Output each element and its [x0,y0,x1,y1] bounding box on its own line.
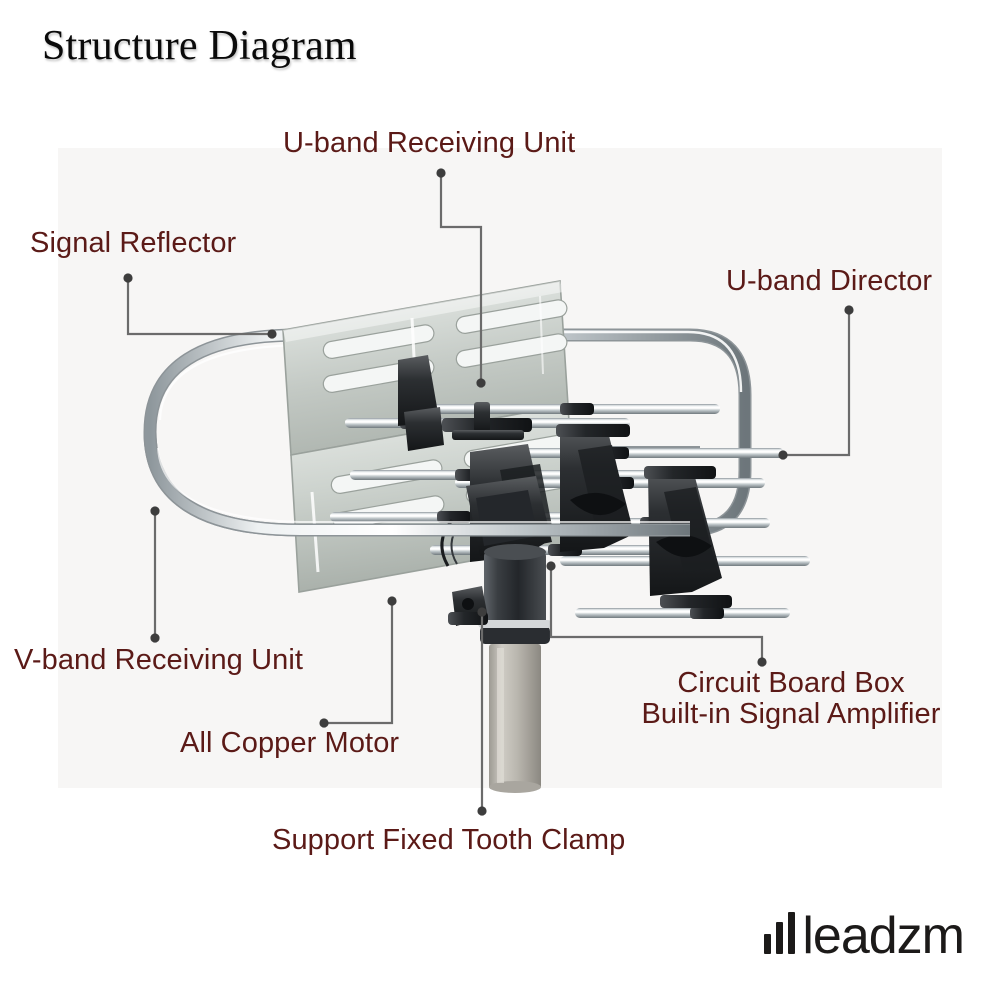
leader-dot [476,378,486,388]
brand-logo: leadzm [764,907,965,966]
u-band-receiving-unit [398,355,532,451]
leader-dot [546,561,556,571]
leader-dot [757,657,767,667]
leader-signal-reflector [126,278,272,336]
label-support-fixed-tooth-clamp: Support Fixed Tooth Clamp [272,824,626,856]
leader-dot [387,596,397,606]
leader-u-band-director [783,310,851,457]
leader-dot [123,273,133,283]
leader-u-band-receiving-unit [439,173,483,383]
label-all-copper-motor: All Copper Motor [180,727,400,759]
label-u-band-director: U-band Director [726,265,933,297]
leader-circuit-board-box [549,566,764,662]
all-copper-motor [478,544,552,644]
leader-dot [267,329,277,339]
leader-dot [319,718,329,728]
leader-dot [778,450,788,460]
label-v-band-receiving-unit: V-band Receiving Unit [14,644,304,676]
brand-name: leadzm [802,907,965,966]
bracket-cluster-mid [556,424,634,552]
page-title: Structure Diagram [42,23,357,69]
leader-dot [150,633,160,643]
leader-dot [150,506,160,516]
label-signal-reflector: Signal Reflector [30,227,237,259]
label-circuit-board-box: Circuit Board Box Built-in Signal Amplif… [596,667,986,731]
leader-dot [436,168,446,178]
mast-tube [489,644,541,793]
support-fixed-tooth-clamp [448,586,488,626]
leader-all-copper-motor [324,601,394,725]
label-circuit-board-box-line2: Built-in Signal Amplifier [641,698,941,731]
leader-dot [844,305,854,315]
label-circuit-board-box-line1: Circuit Board Box [677,667,905,699]
leader-dot [477,607,487,617]
leader-dot [477,806,487,816]
label-u-band-receiving-unit: U-band Receiving Unit [283,127,576,159]
v-band-loop-front [143,431,690,537]
three-bars-icon [764,912,796,954]
